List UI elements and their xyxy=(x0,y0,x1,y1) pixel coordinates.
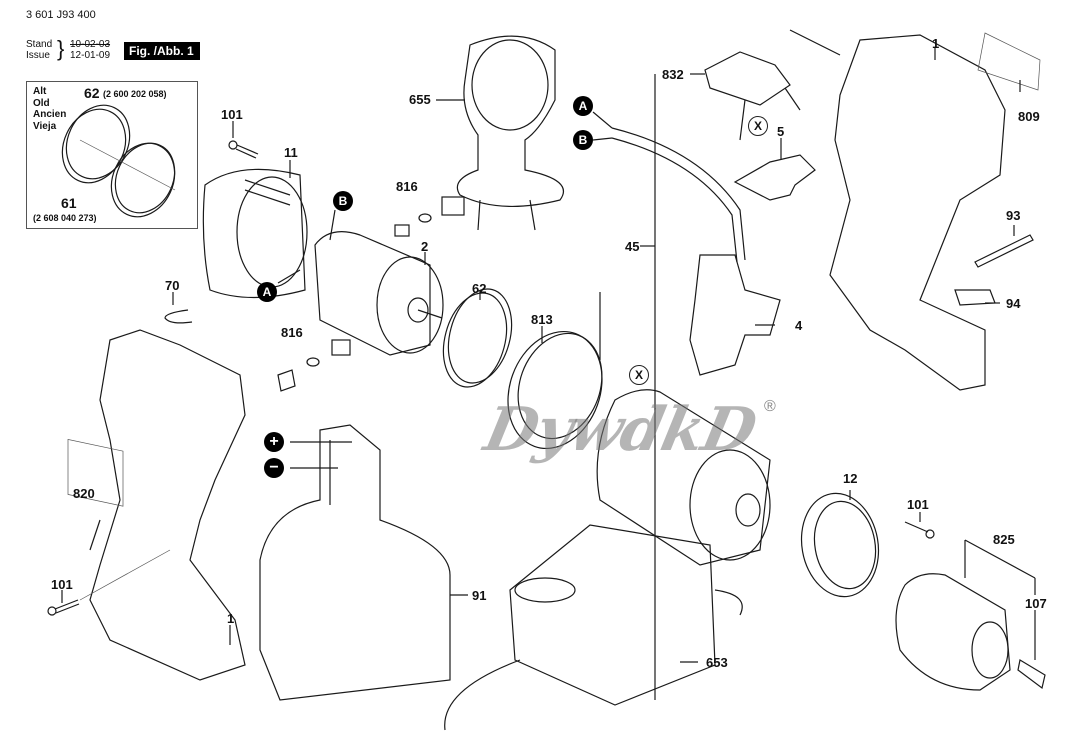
callout-816-bottom: 816 xyxy=(281,325,303,340)
callout-45: 45 xyxy=(625,239,640,254)
screw-101-left xyxy=(47,549,171,616)
inset-part-number-61: (2 608 040 273) xyxy=(33,213,97,223)
connector-b-motor: B xyxy=(333,191,353,211)
callout-12: 12 xyxy=(843,471,858,486)
part-655-clip xyxy=(456,35,565,231)
part-653-charger xyxy=(444,524,743,731)
screw-101-top xyxy=(228,140,259,159)
screw-101-right xyxy=(904,521,935,539)
brush-set-816-bottom xyxy=(277,339,351,392)
part-832-switch-cover xyxy=(704,51,801,141)
callout-101-left: 101 xyxy=(51,577,73,592)
inset-part-number-62: (2 600 202 058) xyxy=(103,89,167,99)
part-62-ring xyxy=(442,288,513,388)
callout-832: 832 xyxy=(662,67,684,82)
callout-813: 813 xyxy=(531,312,553,327)
date-current: 12-01-09 xyxy=(70,50,111,61)
gearbox-assembly xyxy=(596,389,771,566)
part-825-chuck xyxy=(895,573,1011,691)
part-number: 3 601 J93 400 xyxy=(26,9,96,21)
leader-lines xyxy=(61,29,1036,700)
callout-820: 820 xyxy=(73,486,95,501)
registered-mark: ® xyxy=(764,398,776,415)
callout-70: 70 xyxy=(165,278,180,293)
callout-107: 107 xyxy=(1025,596,1047,611)
word-ancien: Ancien xyxy=(33,109,67,120)
callout-655: 655 xyxy=(409,92,431,107)
connector-b-cable: B xyxy=(573,130,593,150)
inset-ring-62 xyxy=(61,104,131,184)
brush-set-816-top xyxy=(394,196,465,237)
stand-label: Stand xyxy=(26,39,53,50)
part-11-bearing-flange xyxy=(202,168,308,299)
callout-816-top: 816 xyxy=(396,179,418,194)
battery-minus-terminal: − xyxy=(264,458,284,478)
part-5-slider xyxy=(733,154,816,201)
part-813-ring-gear xyxy=(507,330,603,450)
connector-a-cable: A xyxy=(573,96,593,116)
battery-plus-terminal: + xyxy=(264,432,284,452)
callout-93: 93 xyxy=(1006,208,1021,223)
callout-11: 11 xyxy=(284,145,298,160)
date-struck: 10-02-03 xyxy=(70,39,111,50)
callout-91: 91 xyxy=(472,588,487,603)
marker-x-gearbox: X xyxy=(629,365,649,385)
callout-94: 94 xyxy=(1006,296,1021,311)
part-1-left-housing xyxy=(67,329,246,681)
part-2-motor xyxy=(314,231,444,356)
watermark-text: DywdkD xyxy=(478,395,762,465)
part-70-clip xyxy=(164,309,193,324)
part-4-switch xyxy=(689,254,781,376)
part-809-label xyxy=(977,32,1041,91)
marker-x-cover: X xyxy=(748,116,768,136)
callout-653: 653 xyxy=(706,655,728,670)
part-93-bit xyxy=(974,234,1034,268)
callout-1-top: 1 xyxy=(932,36,940,51)
callout-101-top: 101 xyxy=(221,107,243,122)
callout-2: 2 xyxy=(421,239,429,254)
callout-4: 4 xyxy=(795,318,803,333)
inset-ring-61 xyxy=(110,142,176,218)
part-91-battery xyxy=(259,424,451,701)
callout-101-right: 101 xyxy=(907,497,929,512)
part-45-cable xyxy=(611,127,746,263)
part-1-right-housing xyxy=(829,34,1006,391)
word-vieja: Vieja xyxy=(33,120,57,132)
inset-ref-62: 62 xyxy=(84,85,100,101)
callout-1-bottom: 1 xyxy=(227,611,235,626)
figure-badge: Fig. /Abb. 1 xyxy=(124,42,200,60)
issue-label: Issue xyxy=(26,50,50,61)
callout-809: 809 xyxy=(1018,109,1040,124)
inset-ref-61: 61 xyxy=(61,195,77,211)
callout-62: 62 xyxy=(472,281,487,296)
part-12-gear-cover xyxy=(800,492,880,598)
brace: } xyxy=(57,36,65,61)
connector-a-motor: A xyxy=(257,282,277,302)
word-alt: Alt xyxy=(33,86,47,97)
word-old: Old xyxy=(33,97,50,109)
callout-825: 825 xyxy=(993,532,1015,547)
callout-5: 5 xyxy=(777,124,785,139)
inset-words: Alt Old Ancien Vieja xyxy=(33,86,66,132)
screw-107 xyxy=(1017,659,1046,690)
